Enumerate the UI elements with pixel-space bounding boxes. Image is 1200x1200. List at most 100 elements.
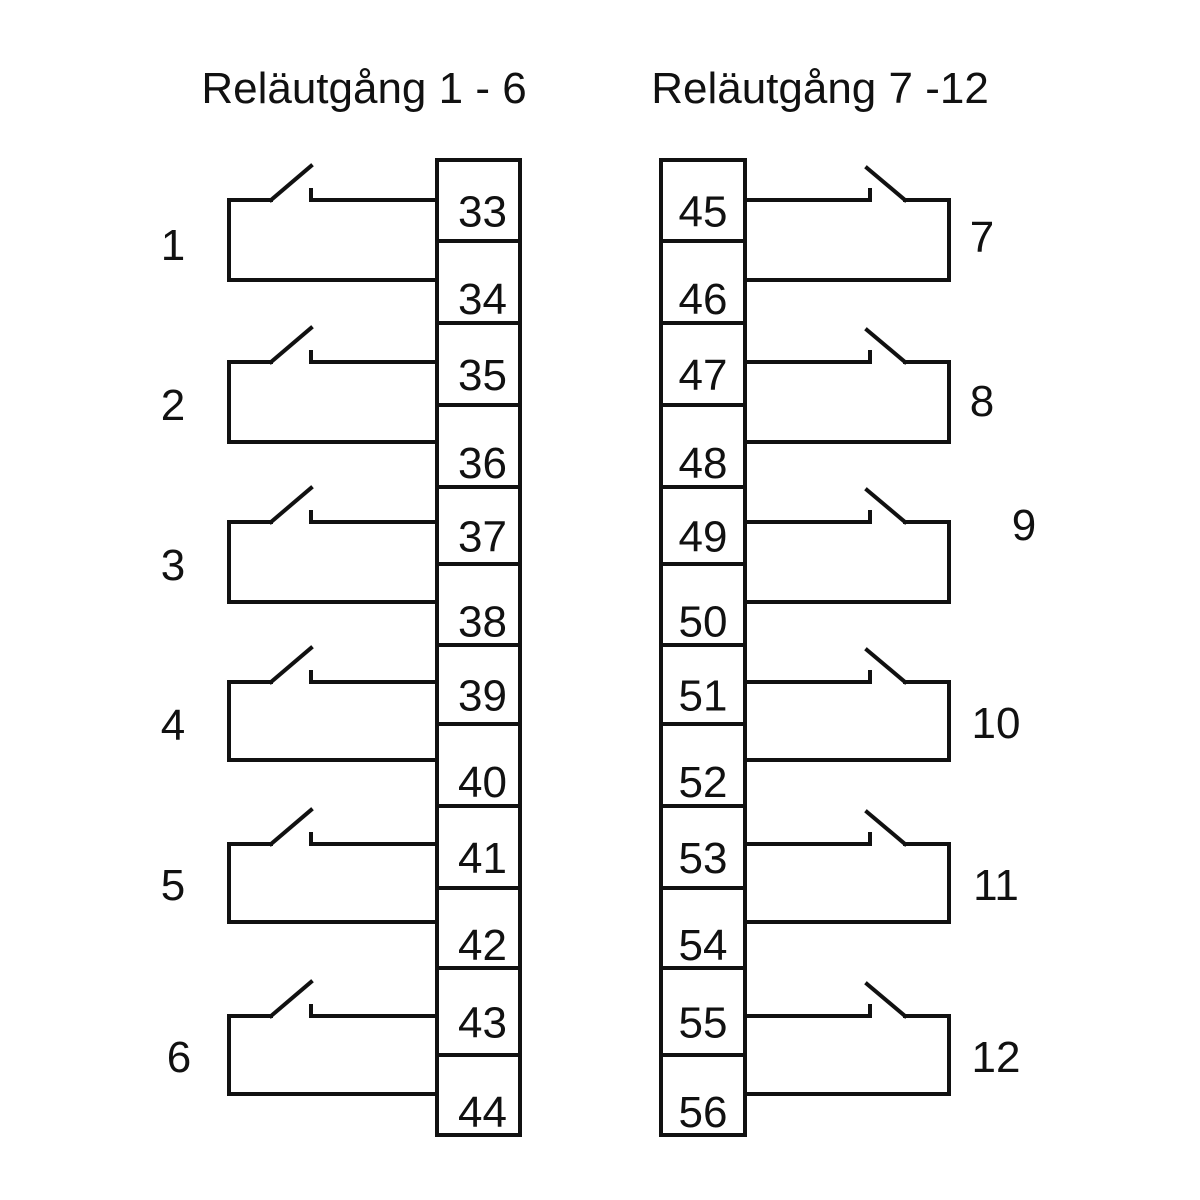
wire-loop	[227, 520, 439, 604]
terminal-number: 37	[458, 513, 507, 562]
terminal-56: 56	[659, 1053, 747, 1137]
wire-top	[309, 188, 439, 202]
relay-label: 5	[161, 861, 185, 910]
relay-7: 7	[743, 165, 994, 282]
terminal-number: 51	[679, 672, 728, 721]
terminal-cell	[435, 403, 522, 489]
terminal-number: 40	[458, 758, 507, 807]
relay-label: 3	[161, 541, 185, 590]
wire-loop	[743, 360, 951, 444]
terminal-number: 39	[458, 672, 507, 721]
relay-label: 7	[970, 213, 994, 262]
terminal-cell	[435, 1053, 522, 1137]
relay-2: 2	[161, 325, 439, 444]
wire-loop	[743, 842, 951, 924]
relay-12: 12	[743, 981, 1020, 1096]
terminal-45: 45	[659, 158, 747, 243]
switch-contact-icon	[268, 325, 314, 365]
terminal-cell	[435, 966, 522, 1057]
relay-1: 1	[161, 163, 439, 282]
wire-loop	[227, 360, 439, 444]
terminal-cell	[435, 886, 522, 970]
wire-top	[309, 1004, 439, 1018]
wire-top	[309, 510, 439, 524]
title-right: Reläutgång 7 -12	[651, 64, 989, 113]
terminal-55: 55	[659, 966, 747, 1057]
terminal-33: 33	[435, 158, 522, 243]
relay-9: 9	[743, 487, 1036, 604]
terminal-41: 41	[435, 804, 522, 890]
terminal-number: 33	[458, 188, 507, 237]
terminal-37: 37	[435, 485, 522, 566]
wire-top	[743, 832, 872, 846]
terminal-number: 42	[458, 921, 507, 970]
terminal-cell	[435, 562, 522, 647]
terminal-48: 48	[659, 403, 747, 489]
terminal-number: 55	[679, 999, 728, 1048]
wire-top	[743, 350, 872, 364]
relay-label: 1	[161, 221, 185, 270]
relay-label: 11	[973, 861, 1019, 910]
terminal-number: 49	[679, 513, 728, 562]
terminal-34: 34	[435, 239, 522, 325]
terminal-number: 34	[458, 275, 507, 324]
terminal-number: 36	[458, 439, 507, 488]
terminal-cell	[659, 403, 747, 489]
terminal-50: 50	[659, 562, 747, 647]
wire-loop	[743, 680, 951, 762]
terminal-39: 39	[435, 643, 522, 726]
switch-contact-icon	[864, 647, 908, 685]
terminal-number: 48	[679, 439, 728, 488]
terminal-46: 46	[659, 239, 747, 325]
terminal-cell	[659, 966, 747, 1057]
relay-label: 2	[161, 381, 185, 430]
switch-contact-icon	[864, 809, 908, 847]
switch-contact-icon	[268, 807, 314, 847]
terminal-cell	[659, 722, 747, 808]
wire-loop	[743, 1014, 951, 1096]
wire-top	[743, 670, 872, 684]
switch-contact-icon	[268, 163, 314, 203]
switch-contact-icon	[864, 487, 908, 525]
terminal-number: 56	[679, 1088, 728, 1137]
switch-contact-icon	[268, 979, 314, 1019]
terminal-number: 53	[679, 834, 728, 883]
relay-label: 10	[972, 699, 1021, 748]
relay-8: 8	[743, 327, 994, 444]
terminal-number: 50	[679, 598, 728, 647]
wire-loop	[227, 842, 439, 924]
terminal-number: 47	[679, 351, 728, 400]
terminal-44: 44	[435, 1053, 522, 1137]
relay-label: 6	[167, 1033, 191, 1082]
switch-contact-icon	[864, 165, 908, 203]
terminal-number: 35	[458, 351, 507, 400]
relay-6: 6	[167, 979, 439, 1096]
wire-top	[743, 188, 872, 202]
terminal-53: 53	[659, 804, 747, 890]
terminal-number: 46	[679, 275, 728, 324]
terminal-cell	[659, 886, 747, 970]
wire-loop	[227, 1014, 439, 1096]
terminal-43: 43	[435, 966, 522, 1057]
terminal-cell	[659, 643, 747, 726]
terminal-number: 54	[679, 921, 728, 970]
terminal-51: 51	[659, 643, 747, 726]
switch-contact-icon	[268, 645, 314, 685]
wire-top	[309, 832, 439, 846]
terminal-number: 44	[458, 1088, 507, 1137]
terminal-35: 35	[435, 321, 522, 407]
relay-3: 3	[161, 485, 439, 604]
relay-label: 8	[970, 377, 994, 426]
relay-label: 4	[161, 701, 185, 750]
wire-loop	[743, 198, 951, 282]
terminal-38: 38	[435, 562, 522, 647]
terminal-number: 45	[679, 188, 728, 237]
terminal-cell	[659, 485, 747, 566]
terminal-number: 38	[458, 598, 507, 647]
terminal-54: 54	[659, 886, 747, 970]
terminal-number: 41	[458, 834, 507, 883]
wire-top	[309, 350, 439, 364]
